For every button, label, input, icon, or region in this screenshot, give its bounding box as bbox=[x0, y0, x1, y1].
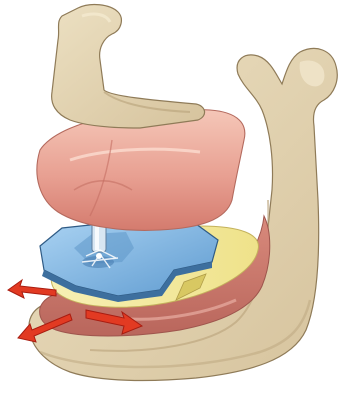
maxilla-bone bbox=[52, 5, 205, 128]
arrow-icon bbox=[8, 280, 56, 298]
